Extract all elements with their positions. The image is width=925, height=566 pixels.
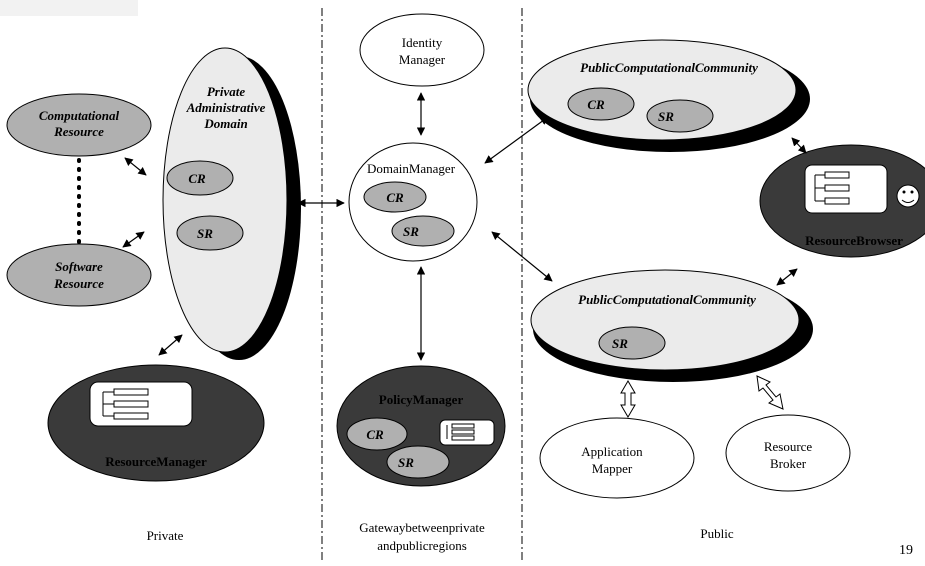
software-resource-line1: Software xyxy=(55,259,103,274)
private-cr-label: CR xyxy=(188,171,206,186)
computational-resource-line2: Resource xyxy=(53,124,104,139)
connector-arrows xyxy=(122,92,807,361)
private-domain-title-line3: Domain xyxy=(203,116,247,131)
private-sr-label: SR xyxy=(197,226,213,241)
resource-broker-line2: Broker xyxy=(770,456,807,471)
community-top-cr-node xyxy=(567,87,635,121)
domain-cr-label: CR xyxy=(386,190,404,205)
private-domain-title-line1: Private xyxy=(207,84,245,99)
arrow-software-to-domain xyxy=(122,231,145,248)
arrow-resource-manager-to-domain xyxy=(158,334,183,356)
application-mapper-line1: Application xyxy=(581,444,643,459)
region-label-gateway-line1: Gatewaybetweenprivate xyxy=(359,520,485,535)
policy-sr-node xyxy=(386,445,450,479)
policy-cr-node xyxy=(346,417,408,451)
region-label-gateway-line2: andpublicregions xyxy=(377,538,467,553)
private-cr-node xyxy=(166,160,234,196)
identity-manager-line1: Identity xyxy=(402,35,443,50)
arrow-community-top-to-browser xyxy=(791,137,807,154)
community-top-sr-node xyxy=(646,99,714,133)
arrow-browser-to-community-bottom xyxy=(776,268,798,286)
resource-manager-label: ResourceManager xyxy=(105,454,207,469)
resource-browser-label: ResourceBrowser xyxy=(805,233,903,248)
community-top-node: PublicComputationalCommunity CR SR xyxy=(527,39,810,152)
domain-sr-node xyxy=(391,215,455,247)
window-icon xyxy=(89,381,193,427)
policy-manager-label: PolicyManager xyxy=(379,392,464,407)
private-domain: Private Administrative Domain CR SR xyxy=(162,47,301,360)
domain-manager-node: DomainManager CR SR xyxy=(348,142,478,262)
domain-cr-node xyxy=(363,181,427,213)
community-top-cr-label: CR xyxy=(587,97,605,112)
header-bar xyxy=(0,0,138,16)
region-label-public: Public xyxy=(700,526,733,541)
policy-cr-label: CR xyxy=(366,427,384,442)
arrow-domain-manager-to-community-top xyxy=(484,116,549,164)
resource-broker-node: Resource Broker xyxy=(725,414,851,492)
computational-resource-line1: Computational xyxy=(39,108,120,123)
private-sr-node xyxy=(176,215,244,251)
computational-resource-node: Computational Resource xyxy=(6,93,152,157)
policy-sr-label: SR xyxy=(398,455,414,470)
community-bottom-label: PublicComputationalCommunity xyxy=(578,292,756,307)
policy-manager-node: PolicyManager CR SR xyxy=(336,365,506,487)
resource-broker-line1: Resource xyxy=(764,439,813,454)
hollow-arrow-application-mapper xyxy=(620,380,636,418)
community-bottom-sr-node xyxy=(598,326,666,360)
community-bottom-sr-label: SR xyxy=(612,336,628,351)
community-bottom-node: PublicComputationalCommunity SR xyxy=(530,269,813,382)
window-icon xyxy=(439,419,495,446)
region-label-private: Private xyxy=(147,528,184,543)
community-top-sr-label: SR xyxy=(658,109,674,124)
arrow-computational-to-domain xyxy=(124,157,147,176)
application-mapper-node: Application Mapper xyxy=(539,417,695,499)
private-domain-title-line2: Administrative xyxy=(186,100,266,115)
hollow-arrow-resource-broker xyxy=(756,375,784,410)
identity-manager-node: Identity Manager xyxy=(359,13,485,87)
arrow-domain-manager-to-community-bottom xyxy=(491,231,553,282)
smiley-face-icon xyxy=(896,184,920,208)
community-top-label: PublicComputationalCommunity xyxy=(580,60,758,75)
software-resource-node: Software Resource xyxy=(6,243,152,307)
software-resource-line2: Resource xyxy=(53,276,104,291)
resource-browser-node: ResourceBrowser xyxy=(759,144,925,258)
domain-sr-label: SR xyxy=(403,224,419,239)
domain-manager-label: DomainManager xyxy=(367,161,456,176)
window-icon xyxy=(804,164,888,214)
page-number: 19 xyxy=(899,543,913,558)
application-mapper-line2: Mapper xyxy=(592,461,633,476)
resource-manager-node: ResourceManager xyxy=(47,364,265,482)
identity-manager-line2: Manager xyxy=(399,52,446,67)
